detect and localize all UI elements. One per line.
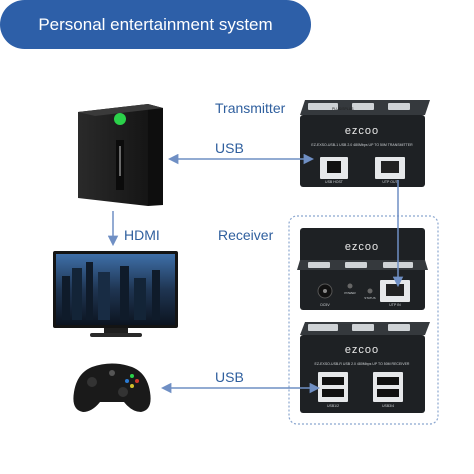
receiver-front-usb34-port (373, 372, 403, 402)
header-title-pill: Personal entertainment system (0, 0, 311, 49)
monitor-icon (53, 251, 178, 337)
hdmi-label: HDMI (124, 227, 160, 243)
receiver-power-label: POWER (344, 291, 356, 295)
receiver-status-led (367, 288, 373, 294)
receiver-label: Receiver (218, 227, 274, 243)
transmitter-top-tab-1 (308, 103, 338, 110)
receiver-port-right-label: UTP IN (389, 303, 401, 307)
receiver-front-device: ezcoo EZ-EXSO-USB-R USB 2.0 480Mbps UP T… (300, 322, 430, 413)
header-title: Personal entertainment system (38, 14, 273, 34)
receiver-front-top-tab-3 (388, 324, 410, 331)
usb-bottom-label: USB (215, 369, 244, 385)
receiver-front-top-tab-1 (308, 324, 338, 331)
receiver-front-caption: EZ-EXSO-USB-R USB 2.0 480Mbps UP TO 50M … (315, 362, 410, 366)
receiver-front-top-tab-2 (352, 324, 374, 331)
transmitter-top-label-1: PLUS/SPLUS (332, 107, 354, 111)
receiver-front-port-left-label: USB1/2 (327, 404, 339, 408)
transmitter-brand: ezcoo (345, 125, 379, 137)
receiver-status-label: STATUS (364, 296, 375, 300)
receiver-device: ezcoo DC5V POWER STATUS UTP IN (297, 228, 428, 310)
transmitter-caption: EZ-EXSO-USB-1 USB 2.0 480Mbps UP TO 50M … (311, 143, 413, 147)
transmitter-port-left-label: USB HOST (325, 180, 344, 184)
usb-top-label: USB (215, 140, 244, 156)
receiver-front-usb12-port (318, 372, 348, 402)
receiver-top-tab-1 (308, 262, 330, 268)
receiver-port-left-label: DC5V (320, 303, 330, 307)
receiver-group-border (288, 215, 439, 425)
receiver-top-tab-2 (345, 262, 367, 268)
transmitter-label: Transmitter (215, 100, 286, 116)
receiver-front-brand: ezcoo (345, 344, 379, 356)
transmitter-top-tab-2 (352, 103, 374, 110)
receiver-front-port-right-label: USB3/4 (382, 404, 394, 408)
receiver-brand: ezcoo (345, 241, 379, 253)
transmitter-top-tab-3 (388, 103, 410, 110)
transmitter-port-right-label: UTP OUT (382, 180, 398, 184)
pc-tower-icon (78, 104, 163, 206)
gamepad-icon (73, 363, 151, 412)
receiver-power-led (347, 283, 353, 289)
transmitter-device: PLUS/SPLUS ezcoo EZ-EXSO-USB-1 USB 2.0 4… (300, 100, 430, 187)
